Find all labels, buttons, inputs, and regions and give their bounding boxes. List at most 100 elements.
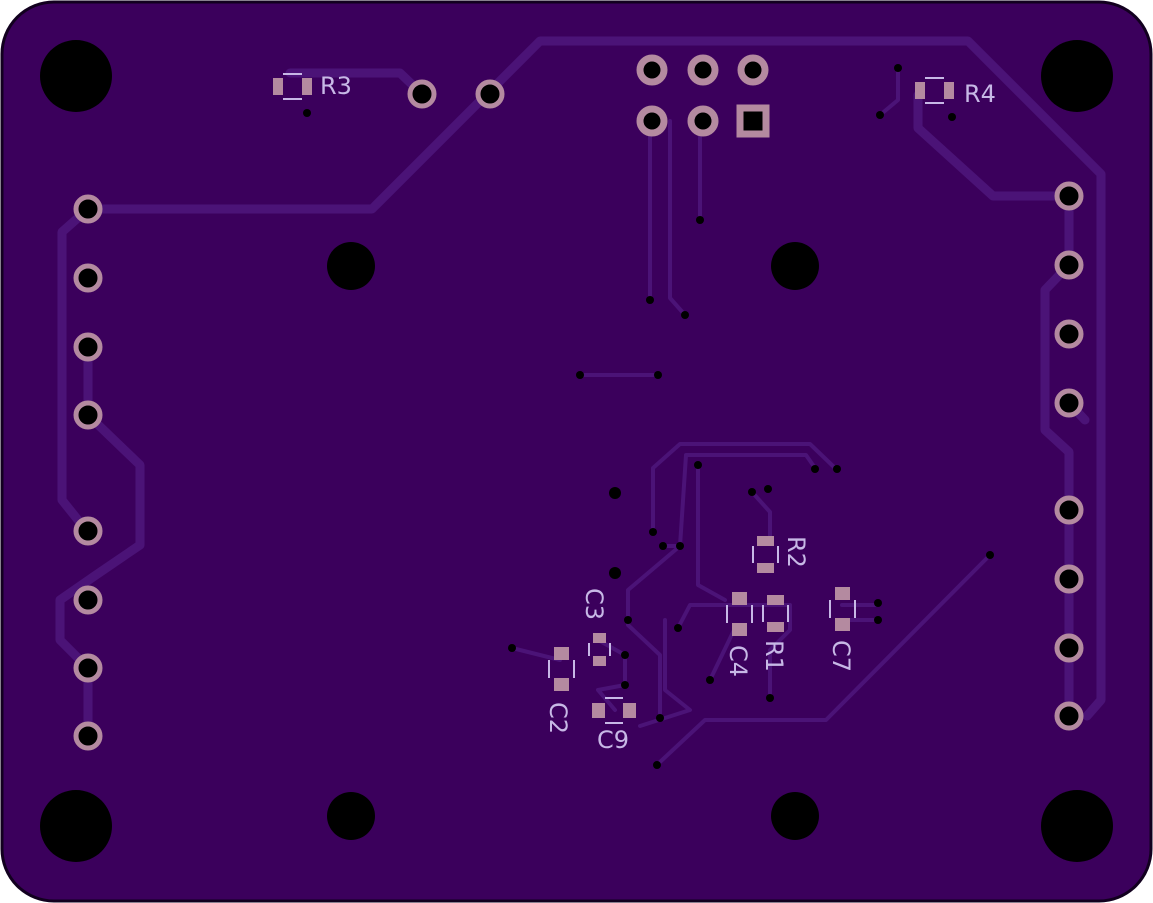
top-pad-b bbox=[475, 79, 505, 109]
right-pad-7 bbox=[1054, 633, 1084, 663]
left-pad-2 bbox=[73, 263, 103, 293]
right-pad-1 bbox=[1054, 181, 1084, 211]
via bbox=[894, 64, 902, 72]
trace-diag-long bbox=[658, 553, 992, 764]
right-pad-5 bbox=[1054, 495, 1084, 525]
r1-label: R1 bbox=[760, 640, 788, 672]
trace-mid-d bbox=[638, 618, 692, 728]
mounting-holes bbox=[40, 40, 1113, 862]
via bbox=[646, 296, 654, 304]
mounting-hole-bottom-left bbox=[40, 790, 112, 862]
right-pad-4 bbox=[1054, 388, 1084, 418]
via bbox=[674, 624, 682, 632]
trace-mid-a bbox=[696, 463, 727, 602]
via bbox=[766, 694, 774, 702]
mounting-hole-inner-top-left bbox=[327, 242, 375, 290]
icsp-pin-4 bbox=[636, 105, 668, 137]
left-header-pads bbox=[73, 194, 103, 751]
capacitor-c7: C7 bbox=[827, 587, 856, 672]
right-pad-3 bbox=[1054, 319, 1084, 349]
right-pad-2 bbox=[1054, 250, 1084, 280]
capacitor-c4: C4 bbox=[724, 592, 753, 677]
resistor-r1: R1 bbox=[760, 595, 789, 672]
via bbox=[833, 465, 841, 473]
left-pad-6 bbox=[73, 585, 103, 615]
c2-label: C2 bbox=[544, 702, 572, 734]
trace-r1-c4 bbox=[676, 603, 792, 697]
via bbox=[621, 651, 629, 659]
mounting-hole-inner-bottom-right bbox=[771, 792, 819, 840]
trace-c4-down bbox=[708, 626, 737, 682]
r2-label: R2 bbox=[782, 536, 810, 568]
left-pad-7 bbox=[73, 653, 103, 683]
icsp-pin-5 bbox=[687, 105, 719, 137]
trace-top-left bbox=[83, 36, 1106, 721]
via bbox=[876, 111, 884, 119]
icsp-pin-3 bbox=[737, 54, 769, 86]
top-pad-a bbox=[407, 79, 437, 109]
via bbox=[659, 542, 667, 550]
via bbox=[508, 644, 516, 652]
trace-r4-pad bbox=[878, 66, 900, 117]
left-pad-1 bbox=[73, 194, 103, 224]
via-large bbox=[609, 487, 621, 499]
left-pad-3 bbox=[73, 332, 103, 362]
via bbox=[653, 761, 661, 769]
capacitor-c3: C3 bbox=[580, 588, 611, 666]
via bbox=[874, 616, 882, 624]
mounting-hole-top-right bbox=[1041, 40, 1113, 112]
c4-label: C4 bbox=[724, 645, 752, 677]
right-pad-6 bbox=[1054, 564, 1084, 594]
resistor-r3: R3 bbox=[273, 72, 352, 100]
via bbox=[624, 616, 632, 624]
trace-c2-left bbox=[510, 646, 562, 662]
left-pad-5 bbox=[73, 516, 103, 546]
via bbox=[676, 542, 684, 550]
r3-label: R3 bbox=[320, 72, 352, 100]
top-pads bbox=[407, 79, 505, 109]
mounting-hole-top-left bbox=[40, 40, 112, 112]
via bbox=[764, 485, 772, 493]
left-pad-4 bbox=[73, 400, 103, 430]
trace-loop-outer bbox=[651, 442, 837, 534]
via bbox=[656, 714, 664, 722]
icsp-pin-6-square bbox=[736, 104, 770, 138]
vias bbox=[303, 64, 994, 769]
thin-traces bbox=[510, 66, 992, 764]
smd-components: R3 R4 R2 R1 bbox=[273, 72, 996, 754]
resistor-r2: R2 bbox=[752, 536, 810, 573]
via bbox=[811, 465, 819, 473]
via bbox=[948, 113, 956, 121]
trace-mid-c bbox=[626, 544, 682, 720]
r4-label: R4 bbox=[964, 80, 996, 108]
via bbox=[706, 676, 714, 684]
mounting-hole-inner-top-right bbox=[771, 242, 819, 290]
via bbox=[621, 681, 629, 689]
resistor-r4: R4 bbox=[915, 77, 996, 108]
via bbox=[303, 109, 311, 117]
via bbox=[649, 528, 657, 536]
c9-label: C9 bbox=[597, 726, 629, 754]
via bbox=[681, 311, 689, 319]
icsp-header bbox=[636, 54, 770, 138]
via bbox=[696, 216, 704, 224]
right-pad-8 bbox=[1054, 701, 1084, 731]
via bbox=[694, 461, 702, 469]
via bbox=[748, 488, 756, 496]
icsp-pin-1 bbox=[636, 54, 668, 86]
left-pad-8 bbox=[73, 721, 103, 751]
mounting-hole-bottom-right bbox=[1041, 790, 1113, 862]
trace-loop-inner bbox=[661, 453, 817, 548]
trace-right-r4 bbox=[913, 90, 1074, 201]
via-large bbox=[609, 567, 621, 579]
via bbox=[874, 599, 882, 607]
via bbox=[654, 371, 662, 379]
capacitor-c2: C2 bbox=[544, 647, 575, 734]
via bbox=[986, 551, 994, 559]
right-header-pads bbox=[1054, 181, 1084, 731]
mounting-hole-inner-bottom-left bbox=[327, 792, 375, 840]
trace-header-2 bbox=[668, 119, 687, 317]
via bbox=[576, 371, 584, 379]
